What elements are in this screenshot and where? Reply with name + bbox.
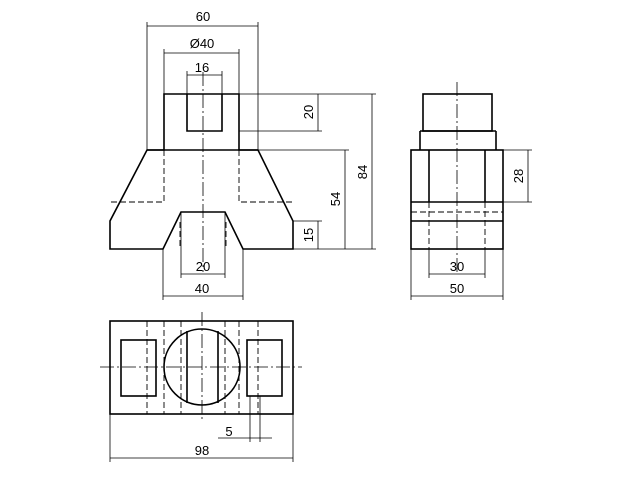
dim-plan-offset: 5 (225, 424, 232, 439)
dim-bottom-width: 40 (195, 281, 209, 296)
front-view (109, 72, 294, 272)
front-view-outline (109, 93, 294, 250)
dim-plan-length: 98 (195, 443, 209, 458)
dim-bottom-slot: 20 (196, 259, 210, 274)
dim-mid-height: 54 (328, 192, 343, 206)
dim-side-inner-width: 30 (450, 259, 464, 274)
dim-total-height: 84 (355, 165, 370, 179)
side-view-dimensions: 28 30 50 (410, 149, 532, 300)
front-view-dimensions: 60 Ø40 16 20 84 54 15 20 (146, 9, 376, 300)
dim-side-height: 28 (511, 169, 526, 183)
dim-side-width: 50 (450, 281, 464, 296)
front-top-slot (186, 94, 223, 132)
dim-base-height: 15 (301, 228, 316, 242)
dim-diameter: Ø40 (190, 36, 215, 51)
plan-view (100, 312, 302, 422)
dim-top-height: 20 (301, 105, 316, 119)
side-view (410, 82, 504, 272)
plan-view-dimensions: 5 98 (109, 396, 294, 462)
dim-slot-width: 16 (195, 60, 209, 75)
dim-top-width: 60 (196, 9, 210, 24)
